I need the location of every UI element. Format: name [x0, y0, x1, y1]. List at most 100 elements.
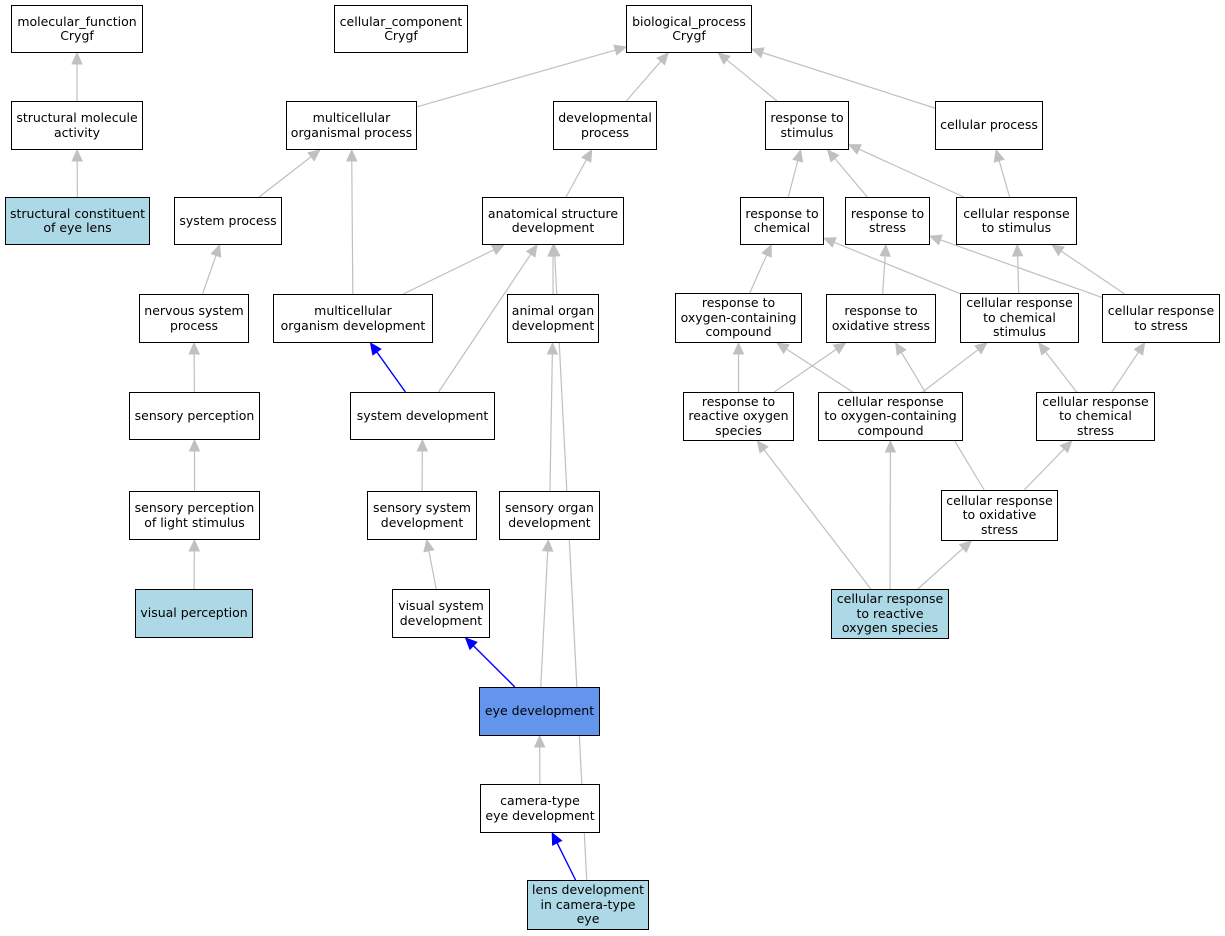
edge-arrowhead-crocc-to-rtocc	[776, 342, 790, 355]
edge-vsd-to-ssd	[428, 550, 437, 590]
node-response-to-stimulus[interactable]: response to stimulus	[765, 101, 849, 150]
node-system-development[interactable]: system development	[350, 392, 495, 440]
node-sensory-system-development[interactable]: sensory system development	[367, 491, 477, 540]
node-multicellular-organismal-process[interactable]: multicellular organismal process	[286, 101, 417, 150]
edge-crs-to-cp	[998, 160, 1011, 198]
edge-arrowhead-sysd-to-mod	[369, 342, 382, 356]
edge-nsp-to-sp	[201, 255, 217, 295]
edge-sysd-to-mod	[376, 351, 406, 393]
edge-arrowhead-mod-to-mop	[346, 148, 358, 162]
node-eye-development[interactable]: eye development	[479, 687, 600, 736]
edge-arrowhead-cp-to-bp	[750, 47, 765, 59]
edge-arrowhead-spls-to-senp	[188, 438, 201, 452]
edge-arrowhead-crs-to-cp	[993, 148, 1005, 163]
node-cellular-response-to-oxygen-containing-compound[interactable]: cellular response to oxygen-containing c…	[818, 392, 963, 441]
node-developmental-process[interactable]: developmental process	[553, 101, 657, 150]
edge-arrowhead-ld-to-ctd	[551, 831, 563, 846]
node-lens-development-in-camera-type-eye[interactable]: lens development in camera-type eye	[527, 880, 649, 930]
edge-crst-to-rtst	[940, 239, 1103, 299]
node-system-process[interactable]: system process	[174, 197, 282, 245]
node-structural-constituent-of-eye-lens[interactable]: structural constituent of eye lens	[5, 197, 150, 245]
edge-arrowhead-rtos-to-rtst	[879, 243, 891, 257]
node-camera-type-eye-development[interactable]: camera-type eye development	[480, 784, 600, 833]
edge-arrowhead-crchs-to-crst	[1133, 341, 1146, 356]
edge-arrowhead-cros-to-crchs	[1059, 440, 1073, 454]
edge-ed-to-vsd	[472, 645, 516, 688]
edge-crcs-to-rtc	[833, 241, 961, 295]
node-animal-organ-development[interactable]: animal organ development	[507, 294, 599, 343]
edge-crros-to-cros	[917, 547, 964, 590]
node-molecular-function[interactable]: molecular_function Crygf	[11, 5, 143, 53]
edge-sod-to-aod	[549, 353, 553, 492]
node-cellular-response-to-oxidative-stress[interactable]: cellular response to oxidative stress	[941, 490, 1058, 541]
edge-arrowhead-mod-to-asd	[490, 244, 505, 256]
edge-arrowhead-sma-to-mf	[71, 51, 83, 65]
edge-arrowhead-sp-to-mop	[307, 149, 321, 162]
node-cellular-response-to-stimulus[interactable]: cellular response to stimulus	[956, 197, 1077, 245]
node-visual-system-development[interactable]: visual system development	[392, 589, 490, 638]
node-response-to-oxidative-stress[interactable]: response to oxidative stress	[826, 294, 936, 343]
edge-arrowhead-rtst-to-rts	[826, 149, 840, 163]
edge-arrowhead-crcs-to-crs	[1011, 243, 1024, 257]
node-sensory-organ-development[interactable]: sensory organ development	[499, 491, 600, 540]
node-response-to-reactive-oxygen-species[interactable]: response to reactive oxygen species	[683, 392, 794, 441]
edge-arrowhead-senp-to-nsp	[188, 341, 200, 355]
node-cellular-response-to-stress[interactable]: cellular response to stress	[1102, 294, 1220, 343]
edge-ld-to-asd	[554, 255, 588, 881]
node-response-to-stress[interactable]: response to stress	[845, 197, 930, 245]
edge-crcs-to-crs	[1016, 255, 1020, 294]
edge-ld-to-ctd	[556, 842, 577, 881]
edge-rtc-to-rts	[787, 160, 799, 198]
edge-arrowhead-ed-to-sod	[541, 538, 554, 552]
node-nervous-system-process[interactable]: nervous system process	[139, 294, 249, 343]
edge-crocc-to-crcs	[922, 349, 979, 393]
node-sensory-perception-of-light-stimulus[interactable]: sensory perception of light stimulus	[129, 491, 260, 540]
edge-arrowhead-rts-to-bp	[717, 52, 731, 65]
edge-crs-to-rts	[858, 148, 965, 198]
edge-arrowhead-rtc-to-rts	[792, 148, 804, 163]
edge-arrowhead-rtros-to-rtos	[832, 342, 847, 355]
edge-sysd-to-asd	[438, 253, 532, 393]
edge-arrowhead-crros-to-rtros	[756, 440, 769, 454]
edge-sp-to-mop	[258, 156, 312, 198]
edge-arrowhead-mop-to-bp	[613, 44, 628, 56]
edge-rtocc-to-rtc	[749, 254, 768, 294]
edge-cros-to-crchs	[1023, 448, 1065, 491]
edge-mod-to-mop	[351, 160, 354, 295]
edge-rtos-to-rtst	[882, 255, 886, 295]
edge-arrowhead-crros-to-cros	[958, 540, 973, 554]
node-cellular-component[interactable]: cellular_component Crygf	[334, 5, 468, 53]
edge-devp-to-bp	[625, 60, 662, 102]
node-anatomical-structure-development[interactable]: anatomical structure development	[482, 197, 624, 245]
edge-arrowhead-devp-to-bp	[656, 52, 669, 66]
edge-arrowhead-ld-to-asd	[549, 243, 561, 257]
edge-arrowhead-crs-to-rts	[847, 144, 862, 155]
node-cellular-response-to-chemical-stress[interactable]: cellular response to chemical stress	[1036, 392, 1155, 441]
edge-arrowhead-cros-to-rtos	[895, 341, 907, 356]
edge-arrowhead-ed-to-vsd	[464, 637, 478, 651]
node-biological-process[interactable]: biological_process Crygf	[626, 5, 752, 53]
edge-arrowhead-crocc-to-crcs	[974, 342, 988, 355]
node-cellular-response-to-reactive-oxygen-species[interactable]: cellular response to reactive oxygen spe…	[831, 589, 949, 639]
node-sensory-perception[interactable]: sensory perception	[129, 392, 260, 440]
edge-rtst-to-rts	[834, 158, 868, 198]
node-cellular-response-to-chemical-stimulus[interactable]: cellular response to chemical stimulus	[960, 293, 1079, 343]
node-response-to-chemical[interactable]: response to chemical	[740, 197, 824, 245]
edge-arrowhead-scel-to-sma	[71, 148, 83, 162]
node-multicellular-organism-development[interactable]: multicellular organism development	[273, 294, 433, 343]
edge-rts-to-bp	[726, 59, 778, 102]
node-response-to-oxygen-containing-compound[interactable]: response to oxygen-containing compound	[675, 293, 802, 343]
edge-rtros-to-rtos	[773, 348, 837, 393]
edge-ed-to-sod	[540, 550, 549, 688]
edge-arrowhead-ctd-to-ed	[533, 734, 546, 748]
edge-arrowhead-asd-to-devp	[581, 148, 593, 163]
edge-crocc-to-rtocc	[785, 348, 854, 393]
edge-asd-to-devp	[565, 159, 587, 198]
node-visual-perception[interactable]: visual perception	[135, 589, 253, 638]
node-structural-molecule-activity[interactable]: structural molecule activity	[11, 101, 143, 150]
edge-crchs-to-crcs	[1045, 351, 1078, 393]
edge-arrowhead-crst-to-rtst	[928, 234, 943, 246]
edge-arrowhead-rtros-to-rtocc	[732, 341, 745, 355]
node-cellular-process[interactable]: cellular process	[935, 101, 1043, 150]
